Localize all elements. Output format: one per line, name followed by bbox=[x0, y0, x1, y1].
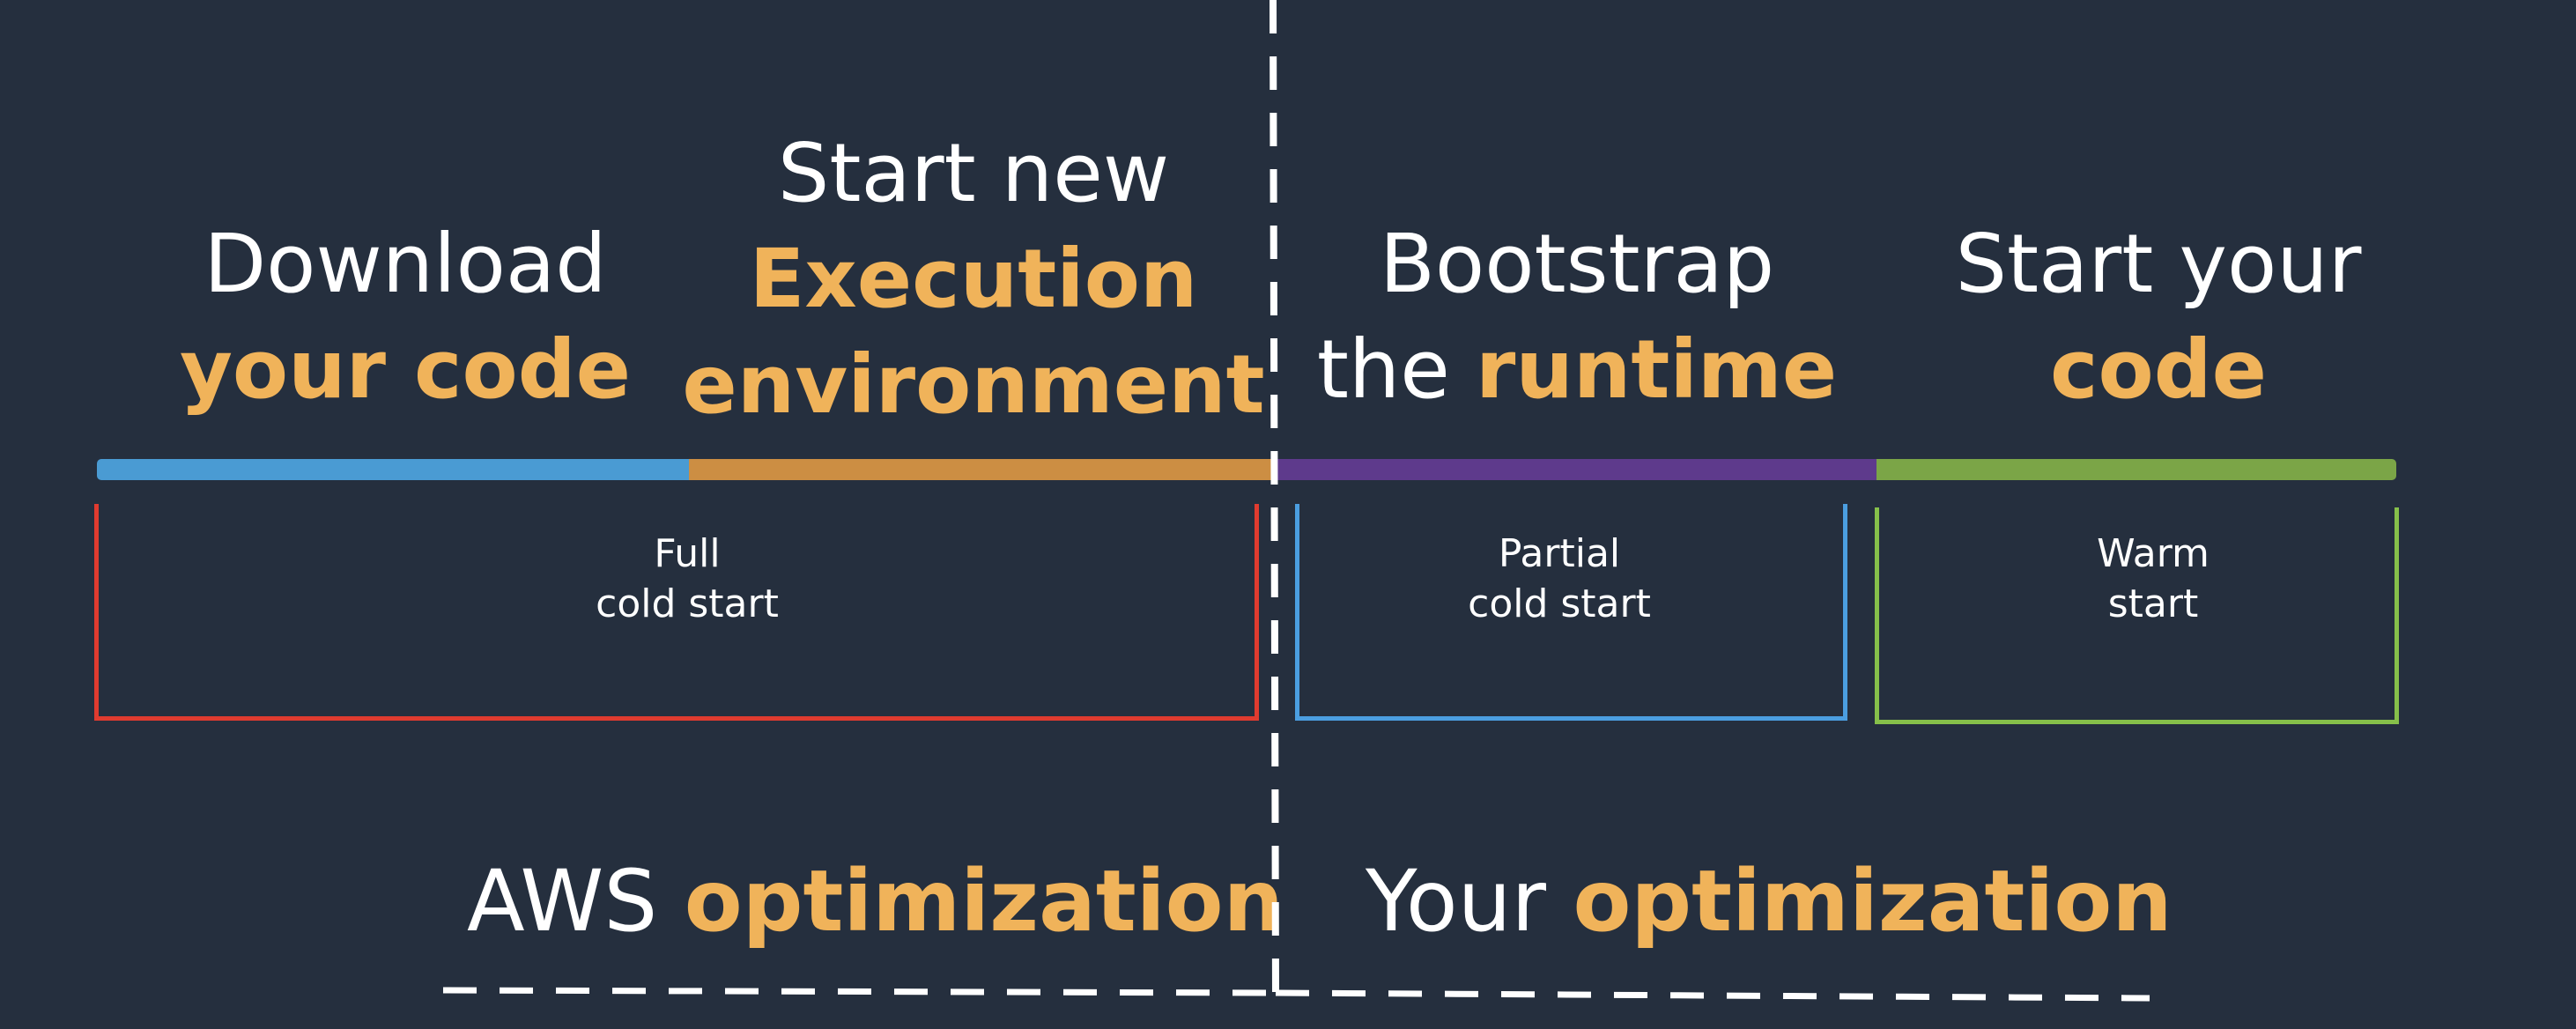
full-cold-start-line1: Full bbox=[654, 531, 721, 576]
warm-start-line1: Warm bbox=[2097, 531, 2210, 576]
bracket-full-cold-start-label: Full cold start bbox=[511, 529, 863, 629]
timeline-segment-start-code bbox=[1876, 459, 2396, 480]
stage-execution-env-line3: environment bbox=[682, 337, 1265, 432]
stage-download-label: Download your code bbox=[97, 211, 714, 423]
bracket-warm-start-label: Warm start bbox=[1977, 529, 2329, 629]
aws-underline-dashed bbox=[442, 987, 1274, 996]
timeline-segment-download bbox=[97, 459, 689, 480]
stage-download-line2: your code bbox=[179, 322, 632, 417]
your-underline-dashed bbox=[1275, 989, 2150, 1002]
timeline-segment-bootstrap bbox=[1277, 459, 1876, 480]
your-optimization-label: Your optimization bbox=[1366, 848, 2173, 954]
full-cold-start-line2: cold start bbox=[596, 581, 779, 626]
warm-start-line2: start bbox=[2107, 581, 2199, 626]
stage-bootstrap-line1: Bootstrap bbox=[1379, 217, 1775, 311]
partial-cold-start-line1: Partial bbox=[1498, 531, 1621, 576]
bracket-full-cold-start bbox=[94, 504, 1259, 721]
stage-bootstrap-line2-plain: the bbox=[1316, 322, 1450, 417]
stage-start-code-label: Start your code bbox=[1850, 211, 2467, 423]
aws-optimization-label: AWS optimization bbox=[467, 848, 1284, 954]
vertical-divider-line bbox=[1269, 0, 1279, 996]
your-optimization-plain: Your bbox=[1366, 852, 1546, 951]
aws-optimization-bold: optimization bbox=[684, 852, 1284, 951]
your-optimization-bold: optimization bbox=[1573, 852, 2173, 951]
timeline-segment-execution-env bbox=[689, 459, 1273, 480]
partial-cold-start-line2: cold start bbox=[1468, 581, 1651, 626]
stage-bootstrap-line2-bold: runtime bbox=[1476, 322, 1838, 417]
stage-execution-env-line1: Start new bbox=[777, 126, 1170, 220]
aws-optimization-plain: AWS bbox=[467, 852, 658, 951]
stage-download-line1: Download bbox=[204, 217, 607, 311]
stage-execution-env-line2: Execution bbox=[749, 232, 1198, 326]
bracket-partial-cold-start-label: Partial cold start bbox=[1383, 529, 1736, 629]
stage-bootstrap-label: Bootstrap the runtime bbox=[1269, 211, 1885, 423]
stage-execution-env-label: Start new Execution environment bbox=[652, 121, 1295, 438]
stage-start-code-line2: code bbox=[2050, 322, 2267, 417]
bracket-warm-start bbox=[1875, 507, 2399, 724]
stage-start-code-line1: Start your bbox=[1955, 217, 2362, 311]
bracket-partial-cold-start bbox=[1295, 504, 1847, 721]
